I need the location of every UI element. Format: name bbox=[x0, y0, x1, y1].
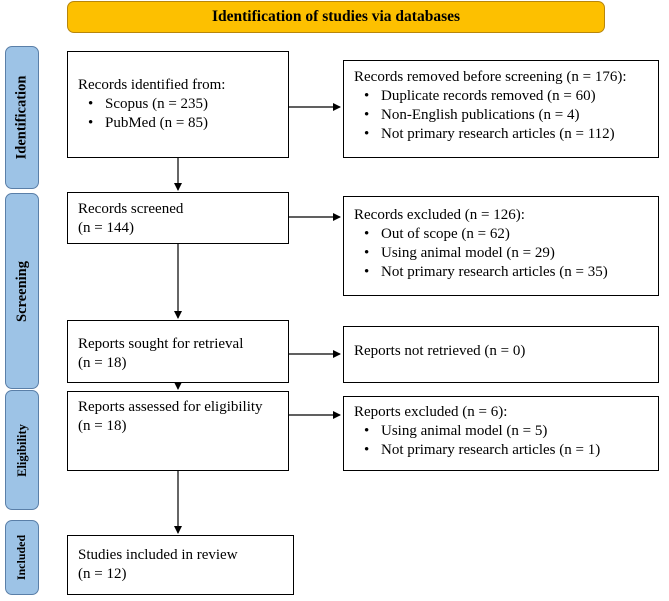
reports-sought-box: Reports sought for retrieval (n = 18) bbox=[67, 320, 289, 383]
records-removed-list: Duplicate records removed (n = 60) Non-E… bbox=[354, 87, 648, 144]
stage-eligibility-label: Eligibility bbox=[14, 423, 29, 477]
list-item: Duplicate records removed (n = 60) bbox=[354, 87, 648, 106]
stage-screening: Screening bbox=[5, 193, 39, 389]
records-removed-title: Records removed before screening (n = 17… bbox=[354, 69, 627, 85]
reports-excluded-title: Reports excluded (n = 6): bbox=[354, 404, 508, 420]
reports-assessed-label: Reports assessed for eligibility bbox=[78, 399, 263, 415]
records-screened-label: Records screened bbox=[78, 201, 184, 217]
list-item: Using animal model (n = 5) bbox=[354, 422, 648, 441]
stage-included-label: Included bbox=[14, 534, 29, 581]
studies-included-box: Studies included in review (n = 12) bbox=[67, 535, 294, 595]
reports-excluded-box: Reports excluded (n = 6): Using animal m… bbox=[343, 396, 659, 471]
list-item: Not primary research articles (n = 112) bbox=[354, 125, 648, 144]
studies-included-count: (n = 12) bbox=[78, 566, 127, 582]
list-item: Scopus (n = 235) bbox=[78, 95, 278, 114]
list-item: Using animal model (n = 29) bbox=[354, 244, 648, 263]
stage-screening-label: Screening bbox=[13, 260, 30, 322]
reports-not-retrieved-label: Reports not retrieved (n = 0) bbox=[354, 343, 526, 359]
reports-sought-label: Reports sought for retrieval bbox=[78, 336, 244, 352]
stage-identification-label: Identification bbox=[13, 75, 30, 160]
studies-included-label: Studies included in review bbox=[78, 547, 238, 563]
header-banner-label: Identification of studies via databases bbox=[211, 8, 461, 25]
records-excluded-list: Out of scope (n = 62) Using animal model… bbox=[354, 225, 648, 282]
header-banner: Identification of studies via databases bbox=[67, 1, 605, 33]
reports-assessed-count: (n = 18) bbox=[78, 418, 127, 434]
reports-not-retrieved-box: Reports not retrieved (n = 0) bbox=[343, 326, 659, 383]
reports-sought-count: (n = 18) bbox=[78, 355, 127, 371]
stage-eligibility: Eligibility bbox=[5, 390, 39, 510]
list-item: Not primary research articles (n = 1) bbox=[354, 441, 648, 460]
records-identified-list: Scopus (n = 235) PubMed (n = 85) bbox=[78, 95, 278, 133]
records-screened-count: (n = 144) bbox=[78, 220, 134, 236]
records-excluded-box: Records excluded (n = 126): Out of scope… bbox=[343, 196, 659, 296]
list-item: Out of scope (n = 62) bbox=[354, 225, 648, 244]
records-excluded-title: Records excluded (n = 126): bbox=[354, 207, 525, 223]
list-item: Non-English publications (n = 4) bbox=[354, 106, 648, 125]
stage-identification: Identification bbox=[5, 46, 39, 189]
records-screened-box: Records screened (n = 144) bbox=[67, 192, 289, 244]
records-removed-box: Records removed before screening (n = 17… bbox=[343, 60, 659, 158]
list-item: PubMed (n = 85) bbox=[78, 114, 278, 133]
reports-assessed-box: Reports assessed for eligibility (n = 18… bbox=[67, 391, 289, 471]
records-identified-title: Records identified from: bbox=[78, 77, 226, 93]
list-item: Not primary research articles (n = 35) bbox=[354, 263, 648, 282]
stage-included: Included bbox=[5, 520, 39, 595]
records-identified-box: Records identified from: Scopus (n = 235… bbox=[67, 51, 289, 158]
reports-excluded-list: Using animal model (n = 5) Not primary r… bbox=[354, 422, 648, 460]
